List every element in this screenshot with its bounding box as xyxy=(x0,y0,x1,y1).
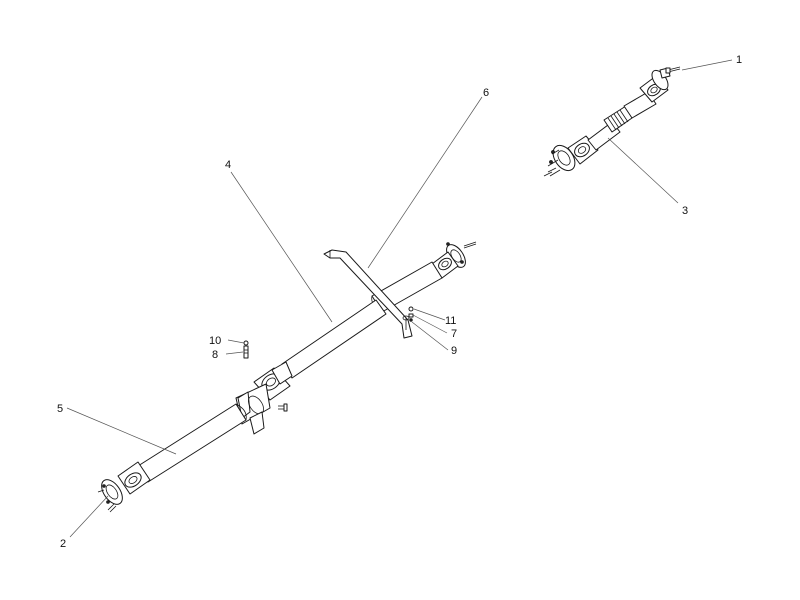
leader-8 xyxy=(225,351,244,355)
front-propeller-shaft xyxy=(543,66,681,177)
leader-4 xyxy=(230,171,333,323)
leader-10 xyxy=(227,339,245,344)
front-shaft-slip-joint xyxy=(587,105,633,151)
leader-1 xyxy=(681,59,733,71)
support-bracket xyxy=(323,249,413,339)
rear-propeller-shaft xyxy=(97,241,477,513)
bracket-hardware xyxy=(408,306,414,322)
callout-1: 1 xyxy=(736,54,742,66)
callout-10: 10 xyxy=(209,335,221,347)
callout-4: 4 xyxy=(225,159,231,171)
callout-7: 7 xyxy=(451,328,457,340)
rear-shaft-front-tube xyxy=(371,261,443,313)
rear-shaft-rear-tube xyxy=(137,403,247,483)
leader-5 xyxy=(66,407,177,455)
leader-3 xyxy=(607,137,679,204)
callout-8: 8 xyxy=(212,349,218,361)
leader-lines xyxy=(66,59,733,538)
leader-9 xyxy=(411,321,449,351)
front-shaft-lower-bolts xyxy=(543,150,557,177)
callout-2: 2 xyxy=(60,538,66,550)
callout-labels: 1 2 3 4 5 6 7 8 9 10 11 xyxy=(57,54,742,550)
callout-3: 3 xyxy=(682,205,688,217)
callout-5: 5 xyxy=(57,403,63,415)
leader-11 xyxy=(413,308,446,321)
callout-9: 9 xyxy=(451,345,457,357)
front-shaft-tube xyxy=(623,91,657,119)
bolt-assembly xyxy=(243,340,249,359)
center-bearing-support xyxy=(235,383,271,435)
rear-shaft-main-tube xyxy=(281,299,387,379)
leader-2 xyxy=(69,495,109,538)
leader-7 xyxy=(412,314,448,334)
rear-shaft-rear-ujoint xyxy=(97,461,151,513)
callout-11: 11 xyxy=(445,315,456,327)
callout-6: 6 xyxy=(483,87,489,99)
center-bearing-bolt xyxy=(278,403,288,412)
leader-6 xyxy=(367,96,483,269)
front-shaft-bolt-1 xyxy=(665,66,681,74)
